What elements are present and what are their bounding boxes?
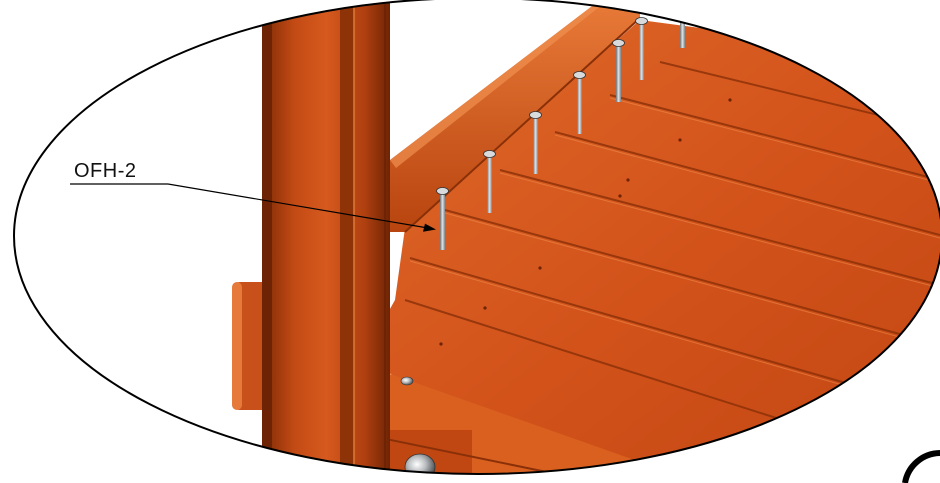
screw bbox=[680, 8, 685, 48]
callout-label-ofh-2: OFH-2 bbox=[74, 160, 137, 182]
screw-holes bbox=[439, 98, 732, 346]
side-rail-board bbox=[390, 0, 640, 232]
ofh-2-screws bbox=[436, 8, 685, 250]
bolt-knob bbox=[404, 453, 436, 474]
screw bbox=[529, 111, 542, 174]
screw bbox=[573, 71, 586, 134]
screw bbox=[483, 150, 496, 213]
vertical-post bbox=[262, 0, 390, 474]
callout-leader bbox=[70, 183, 436, 232]
detail-ellipse-border bbox=[13, 0, 940, 475]
screw bbox=[436, 187, 449, 250]
screw bbox=[612, 39, 625, 102]
screw bbox=[635, 17, 648, 80]
adjacent-detail-circle bbox=[902, 450, 940, 483]
